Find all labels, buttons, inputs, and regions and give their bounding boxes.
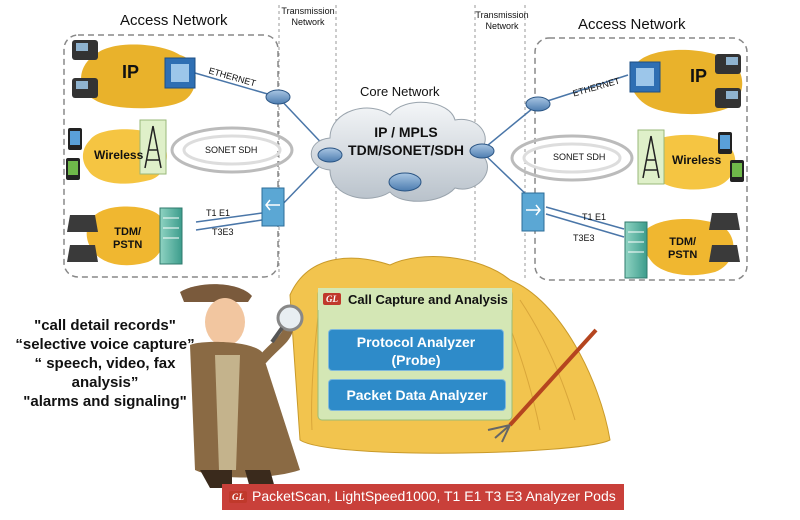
quote-item: "call detail records": [34, 317, 176, 334]
mobile-phone-icon: [718, 132, 744, 182]
left-t1e1-label: T1 E1: [206, 208, 231, 218]
right-tdm-line1: TDM/: [669, 236, 697, 248]
right-wireless-blob: [645, 134, 736, 190]
mobile-phone-icon: [66, 128, 82, 180]
transmission-right-line2: Network: [485, 21, 519, 31]
transmission-left-line2: Network: [291, 17, 325, 27]
gl-logo-icon: GL: [323, 293, 341, 305]
left-tdm-line1: TDM/: [114, 226, 142, 238]
right-ip-label: IP: [690, 66, 708, 86]
left-sonet-label: SONET SDH: [205, 145, 258, 155]
protocol-analyzer-line1: Protocol Analyzer: [356, 334, 476, 350]
right-wireless-label: Wireless: [672, 153, 722, 167]
right-t3e3-label: T3E3: [573, 233, 595, 243]
right-tdm-label: TDM/ PSTN: [668, 236, 697, 262]
right-sonet-label: SONET SDH: [553, 152, 606, 162]
atm-switch-icon: [629, 61, 661, 93]
bottom-bar-text: PacketScan, LightSpeed1000, T1 E1 T3 E3 …: [252, 488, 616, 504]
analysis-panel-header: [318, 288, 512, 310]
router-icon: [265, 89, 551, 192]
transmission-label-right: Transmission Network: [474, 10, 530, 32]
gl-logo-icon: GL: [229, 491, 247, 503]
core-cloud: [310, 101, 488, 202]
desk-phone-icon: [67, 215, 98, 262]
detective-illustration: [180, 284, 300, 488]
quote-item: “ speech, video, fax analysis”: [34, 355, 176, 391]
quote-item: "alarms and signaling": [23, 393, 187, 410]
right-access-title: Access Network: [578, 16, 686, 33]
analysis-panel-title: Call Capture and Analysis: [348, 292, 508, 307]
left-wireless-label: Wireless: [94, 148, 144, 162]
quote-list: "call detail records" “selective voice c…: [2, 316, 208, 411]
left-access-title: Access Network: [120, 12, 228, 29]
atm-switch-icon: [164, 57, 196, 89]
atm-switch-icon: [521, 192, 545, 232]
cell-tower-icon: [637, 129, 665, 185]
core-network-title: Core Network: [360, 84, 440, 99]
right-access-box: [534, 37, 748, 281]
core-cloud-text: IP / MPLS TDM/SONET/SDH: [336, 123, 476, 159]
left-t3e3-label: T3E3: [212, 227, 234, 237]
transmission-label-left: Transmission Network: [280, 6, 336, 28]
cell-tower-icon: [139, 119, 167, 175]
core-line1: IP / MPLS: [374, 124, 438, 140]
left-tdm-line2: PSTN: [113, 239, 143, 251]
magnifier-icon: [270, 304, 304, 344]
core-line2: TDM/SONET/SDH: [348, 142, 464, 158]
ip-phone-icon: [72, 40, 98, 98]
bottom-bar-bg: [222, 484, 624, 510]
transmission-right-line1: Transmission: [475, 10, 529, 20]
desk-phone-icon: [709, 213, 740, 262]
transmission-left-line1: Transmission: [281, 6, 335, 16]
packet-data-analyzer-button[interactable]: Packet Data Analyzer: [328, 379, 506, 411]
left-tdm-blob: [86, 206, 166, 266]
pitchfork-illustration: [487, 328, 598, 443]
server-rack-icon: [159, 207, 183, 265]
right-t1e1-label: T1 E1: [582, 212, 607, 222]
server-rack-icon: [624, 221, 648, 279]
right-tdm-line2: PSTN: [668, 249, 698, 261]
sonet-rings: [170, 126, 634, 182]
left-ip-label: IP: [122, 62, 140, 82]
left-tdm-label: TDM/ PSTN: [113, 226, 142, 252]
ip-phone-icon: [715, 54, 741, 108]
protocol-analyzer-button[interactable]: Protocol Analyzer (Probe): [328, 329, 504, 371]
quote-item: “selective voice capture”: [15, 336, 195, 353]
atm-switch-icon: [261, 187, 285, 227]
protocol-analyzer-line2: (Probe): [391, 352, 441, 368]
